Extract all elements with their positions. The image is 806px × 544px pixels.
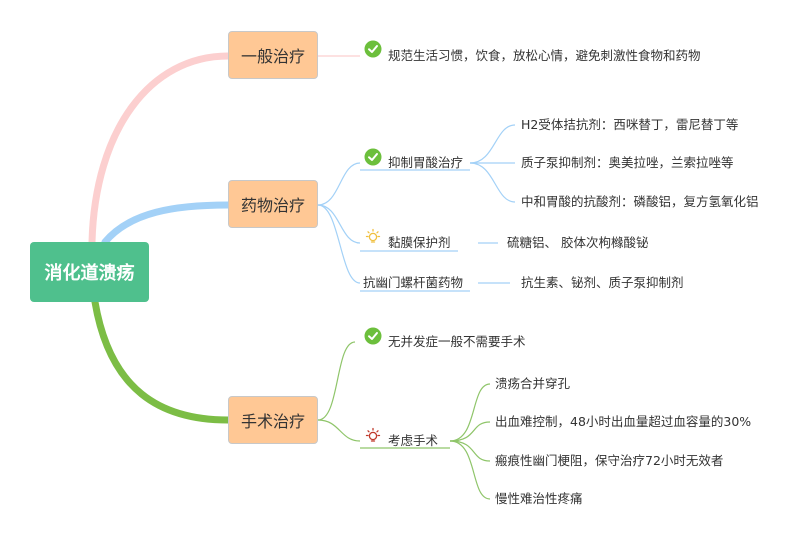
- check-icon: [364, 148, 382, 166]
- topic-antibiotics[interactable]: 抗生素、铋剂、质子泵抑制剂: [521, 275, 684, 290]
- branch-general-treatment[interactable]: 一般治疗: [228, 31, 318, 79]
- connector-drug: [101, 201, 232, 246]
- topic-pyloric-obstruction[interactable]: 瘢痕性幽门梗阻，保守治疗72小时无效者: [495, 453, 724, 468]
- connector-drug-sub: [317, 162, 361, 206]
- branch-label: 一般治疗: [240, 47, 305, 66]
- topic-sucralfate[interactable]: 硫糖铝、 胶体次枸橼酸铋: [507, 235, 649, 250]
- topic-consider-surgery[interactable]: 考虑手术: [388, 433, 439, 448]
- root-node[interactable]: 消化道溃疡: [30, 242, 149, 302]
- topic-lifestyle[interactable]: 规范生活习惯，饮食，放松心情，避免刺激性食物和药物: [388, 48, 701, 63]
- topic-h-pylori-drugs[interactable]: 抗幽门螺杆菌药物: [363, 275, 464, 290]
- topic-antacid[interactable]: 中和胃酸的抗酸剂：磷酸铝，复方氢氧化铝: [521, 194, 759, 209]
- topic-bleeding[interactable]: 出血难控制，48小时出血量超过血容量的30%: [495, 414, 752, 429]
- branch-label: 手术治疗: [240, 412, 305, 431]
- topic-acid-suppression[interactable]: 抑制胃酸治疗: [388, 155, 464, 170]
- topic-ppi[interactable]: 质子泵抑制剂：奥美拉唑，兰索拉唑等: [521, 155, 734, 170]
- branch-drug-treatment[interactable]: 药物治疗: [228, 180, 318, 228]
- connector-general: [88, 52, 232, 246]
- connector-surgery: [91, 298, 232, 424]
- lightbulb-icon: [365, 228, 381, 243]
- topic-no-surgery[interactable]: 无并发症一般不需要手术: [388, 334, 526, 349]
- lightbulb-icon: [365, 427, 381, 442]
- topic-perforation[interactable]: 溃疡合并穿孔: [495, 376, 571, 391]
- branch-surgery-treatment[interactable]: 手术治疗: [228, 396, 318, 444]
- root-label: 消化道溃疡: [44, 263, 135, 284]
- check-icon: [364, 327, 382, 345]
- check-icon: [364, 40, 382, 58]
- topic-h2-antagonist[interactable]: H2受体拮抗剂：西咪替丁，雷尼替丁等: [521, 117, 739, 132]
- branch-label: 药物治疗: [240, 196, 305, 215]
- topic-mucosal-protector[interactable]: 黏膜保护剂: [388, 235, 451, 250]
- topic-chronic-pain[interactable]: 慢性难治性疼痛: [495, 491, 583, 506]
